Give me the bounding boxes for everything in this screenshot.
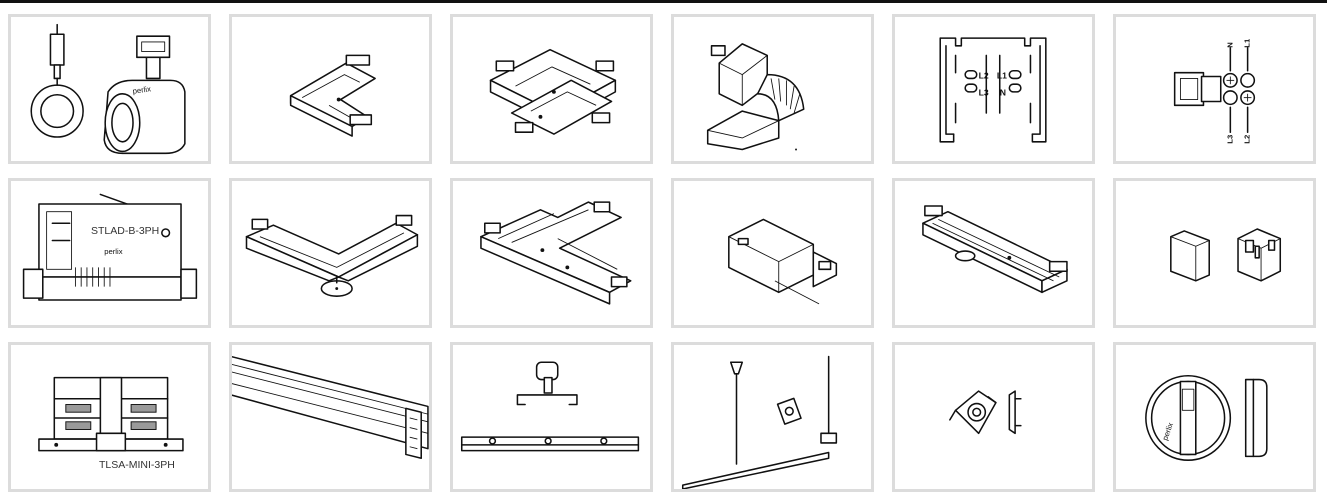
- product-tile-straight-connector[interactable]: [892, 178, 1095, 328]
- product-model-label: STLAD-B-3PH: [91, 225, 160, 237]
- track-profile-drawing: L2 L3 L1 N: [939, 37, 1047, 143]
- flexible-connector-drawing: [706, 43, 805, 151]
- track-rail-drawing: [232, 355, 429, 460]
- product-tile-stlad-adapter[interactable]: perlix STLAD-B-3PH: [8, 178, 211, 328]
- product-tile-terminal-block[interactable]: N L1 L3 L2: [1113, 14, 1316, 164]
- t-connector-drawing: [480, 201, 632, 305]
- v-connector-drawing: [245, 214, 419, 297]
- terminal-block-drawing: N L1 L3 L2: [1173, 38, 1256, 144]
- product-tile-flexible-connector[interactable]: [671, 14, 874, 164]
- suspension-kit-drawing: [681, 355, 838, 489]
- x-connector-drawing: [489, 48, 617, 135]
- product-tile-spotlight-adapter[interactable]: perlix: [8, 14, 211, 164]
- product-tile-end-caps[interactable]: [1113, 178, 1316, 328]
- product-grid: perlix: [8, 14, 1320, 492]
- product-tile-round-plate[interactable]: perlix: [1113, 342, 1316, 492]
- terminal-label: N: [1225, 42, 1234, 48]
- terminal-label: L3: [979, 88, 989, 98]
- round-plate-drawing: perlix: [1145, 374, 1268, 461]
- terminal-label: N: [1000, 88, 1006, 98]
- terminal-label: L2: [979, 70, 989, 80]
- product-tile-clip[interactable]: [892, 342, 1095, 492]
- mini-adapter-drawing: [38, 376, 184, 452]
- end-feed-drawing: [728, 218, 838, 305]
- terminal-label: L1: [1243, 38, 1252, 48]
- ceiling-bracket-drawing: [460, 361, 640, 452]
- straight-connector-drawing: [922, 205, 1068, 294]
- adapter-drawing: perlix: [22, 193, 198, 301]
- product-tile-t-connector[interactable]: [450, 178, 653, 328]
- l-connector-drawing: [289, 54, 376, 137]
- top-rule: [0, 0, 1327, 3]
- clip-drawing: [949, 390, 1022, 435]
- product-tile-v-connector[interactable]: [229, 178, 432, 328]
- svg-text:perlix: perlix: [132, 84, 152, 95]
- product-tile-x-connector[interactable]: [450, 14, 653, 164]
- product-model-label: TLSA-MINI-3PH: [99, 459, 175, 471]
- terminal-label: L1: [997, 70, 1007, 80]
- product-tile-track-rail[interactable]: [229, 342, 432, 492]
- product-tile-ceiling-bracket[interactable]: [450, 342, 653, 492]
- terminal-label: L3: [1225, 135, 1234, 144]
- spotlight-drawing: perlix: [30, 23, 186, 155]
- product-tile-tlsa-mini-adapter[interactable]: TLSA-MINI-3PH: [8, 342, 211, 492]
- terminal-label: L2: [1243, 135, 1252, 144]
- product-tile-track-profile[interactable]: L2 L3 L1 N: [892, 14, 1095, 164]
- end-caps-drawing: [1170, 228, 1282, 282]
- product-tile-l-connector[interactable]: [229, 14, 432, 164]
- product-tile-suspension-kit[interactable]: [671, 342, 874, 492]
- brand-logo-text: perlix: [104, 247, 122, 256]
- product-tile-end-feed[interactable]: [671, 178, 874, 328]
